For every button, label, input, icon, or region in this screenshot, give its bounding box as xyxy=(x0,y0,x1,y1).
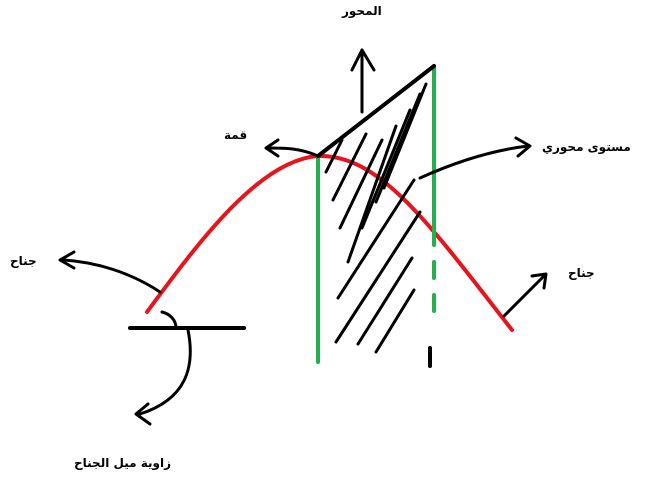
axis-arrow-icon xyxy=(350,48,376,114)
limb-left-label: جناح xyxy=(10,254,37,268)
axial-plane-hatching xyxy=(324,82,428,354)
axial-plane-arrow-icon xyxy=(418,136,532,180)
limb-right-arrow-icon xyxy=(502,272,548,318)
axial-plane-label: مستوى محوري xyxy=(542,140,631,154)
axis-label: المحور xyxy=(342,4,382,18)
limb-left-arrow-icon xyxy=(58,250,162,294)
limb-angle-label: زاوية ميل الجناح xyxy=(74,456,171,470)
limb-angle-arrow-icon xyxy=(134,328,192,426)
fold-curve xyxy=(145,153,514,332)
axial-plane-top-edge xyxy=(316,64,436,158)
limb-angle-arc xyxy=(160,310,178,330)
crest-label: قمة xyxy=(224,128,248,142)
limb-right-label: جناح xyxy=(568,266,595,280)
crest-arrow-icon xyxy=(264,138,320,158)
